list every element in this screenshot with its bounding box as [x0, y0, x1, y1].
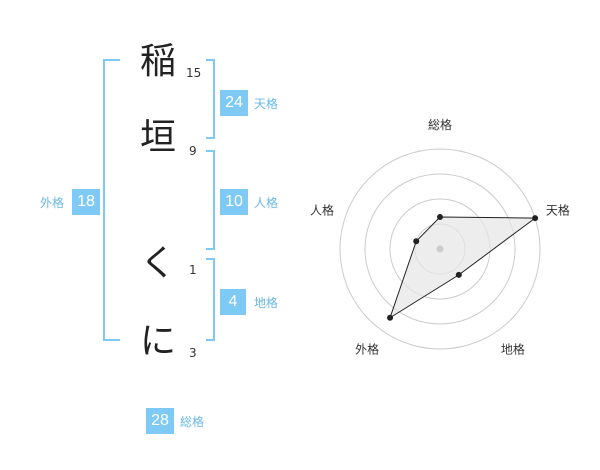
radar-axis-label-4: 人格: [310, 203, 334, 218]
tenkaku-label: 天格: [254, 97, 279, 111]
radar-point-1: [532, 215, 539, 222]
gaikaku-label: 外格: [40, 196, 65, 210]
radar-series-area: [389, 216, 537, 319]
chikaku-value: 4: [220, 289, 246, 315]
radar-axis-label-1: 天格: [546, 203, 570, 218]
stroke-count-1: 15: [186, 66, 202, 80]
radar-center-dot: [436, 245, 444, 253]
stroke-count-2: 9: [189, 144, 197, 158]
jinkaku-value: 10: [220, 189, 248, 215]
radar-point-3: [387, 314, 394, 321]
radar-ring-3: [364, 173, 516, 325]
chikaku-label: 地格: [254, 296, 279, 310]
radar-point-2: [455, 271, 462, 278]
radar-ring-4: [339, 148, 541, 350]
radar-point-0: [437, 214, 443, 220]
radar-axis-label-2: 地格: [501, 341, 525, 356]
stroke-count-4: 3: [189, 346, 197, 360]
radar-axis-label-3: 外格: [355, 341, 379, 356]
name-char-4: に: [139, 321, 176, 362]
radar-point-4: [413, 238, 420, 245]
name-char-3: く: [139, 243, 176, 284]
soukaku-label: 総格: [180, 415, 205, 429]
name-char-2: 垣: [139, 117, 176, 158]
jinkaku-label: 人格: [254, 196, 279, 210]
tenkaku-value: 24: [220, 90, 248, 116]
name-char-1: 稲: [139, 41, 176, 82]
soukaku-value: 28: [146, 408, 174, 434]
radar-axis-label-0: 総格: [428, 117, 452, 132]
stroke-count-3: 1: [189, 263, 197, 277]
gaikaku-value: 18: [72, 189, 100, 215]
